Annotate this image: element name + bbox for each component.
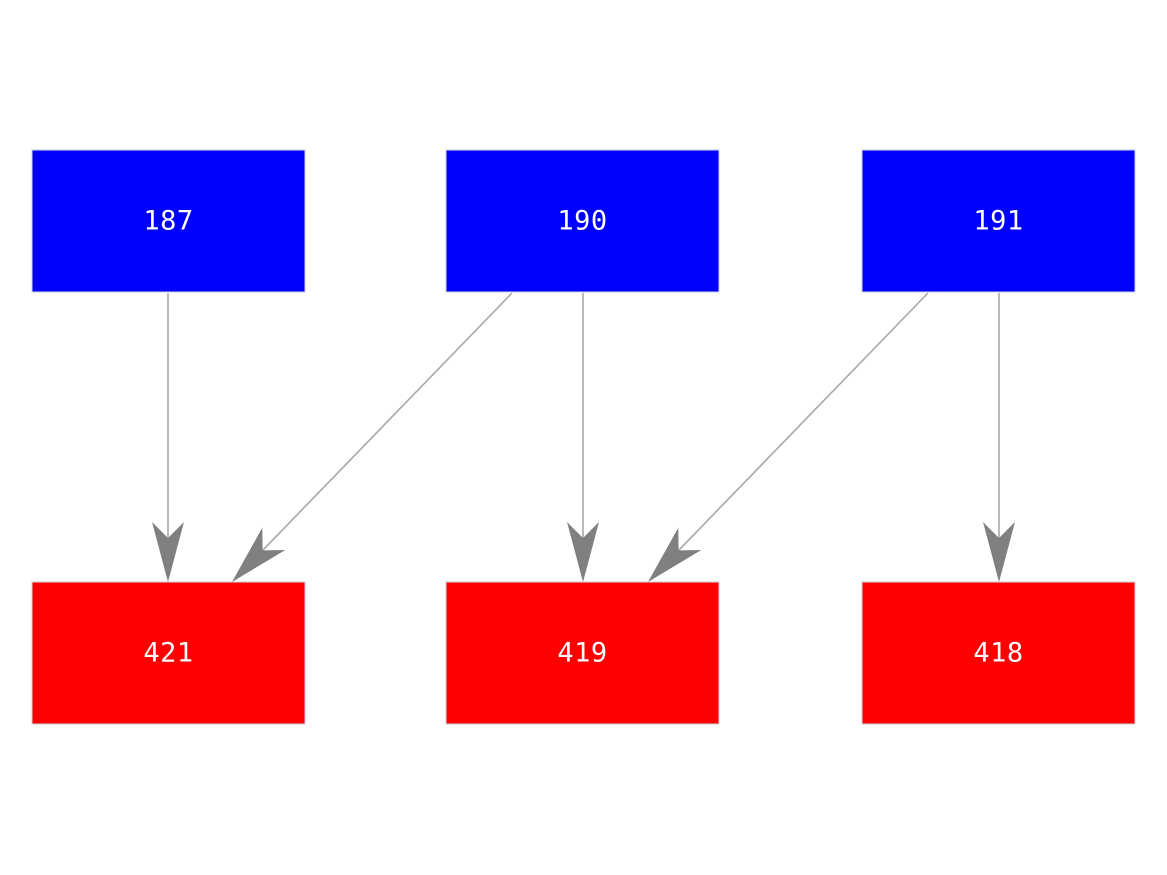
graph-node[interactable]: 190 bbox=[445, 149, 720, 293]
edge-arrowhead bbox=[648, 527, 702, 582]
edge-line bbox=[259, 292, 513, 554]
edge-arrowhead bbox=[232, 527, 286, 582]
node-label: 419 bbox=[557, 638, 607, 669]
node-rect[interactable] bbox=[31, 149, 306, 293]
node-label: 190 bbox=[557, 206, 607, 237]
graph-node[interactable]: 419 bbox=[445, 581, 720, 725]
edge-arrowhead bbox=[983, 522, 1015, 582]
edge-arrowhead bbox=[152, 522, 184, 582]
node-rect[interactable] bbox=[445, 581, 720, 725]
node-rect[interactable] bbox=[31, 581, 306, 725]
node-label: 418 bbox=[973, 638, 1023, 669]
graph-node[interactable]: 191 bbox=[861, 149, 1136, 293]
edge-arrowhead bbox=[567, 522, 599, 582]
node-rect[interactable] bbox=[861, 581, 1136, 725]
edge-line bbox=[675, 292, 929, 554]
graph-node[interactable]: 418 bbox=[861, 581, 1136, 725]
node-rect[interactable] bbox=[861, 149, 1136, 293]
node-rect[interactable] bbox=[445, 149, 720, 293]
graph-node[interactable]: 187 bbox=[31, 149, 306, 293]
node-label: 421 bbox=[143, 638, 193, 669]
nodes-layer: 187 190 191 421 419 418 bbox=[31, 149, 1136, 725]
graph-node[interactable]: 421 bbox=[31, 581, 306, 725]
edges-layer bbox=[152, 292, 1015, 582]
node-label: 187 bbox=[143, 206, 193, 237]
node-label: 191 bbox=[973, 206, 1023, 237]
